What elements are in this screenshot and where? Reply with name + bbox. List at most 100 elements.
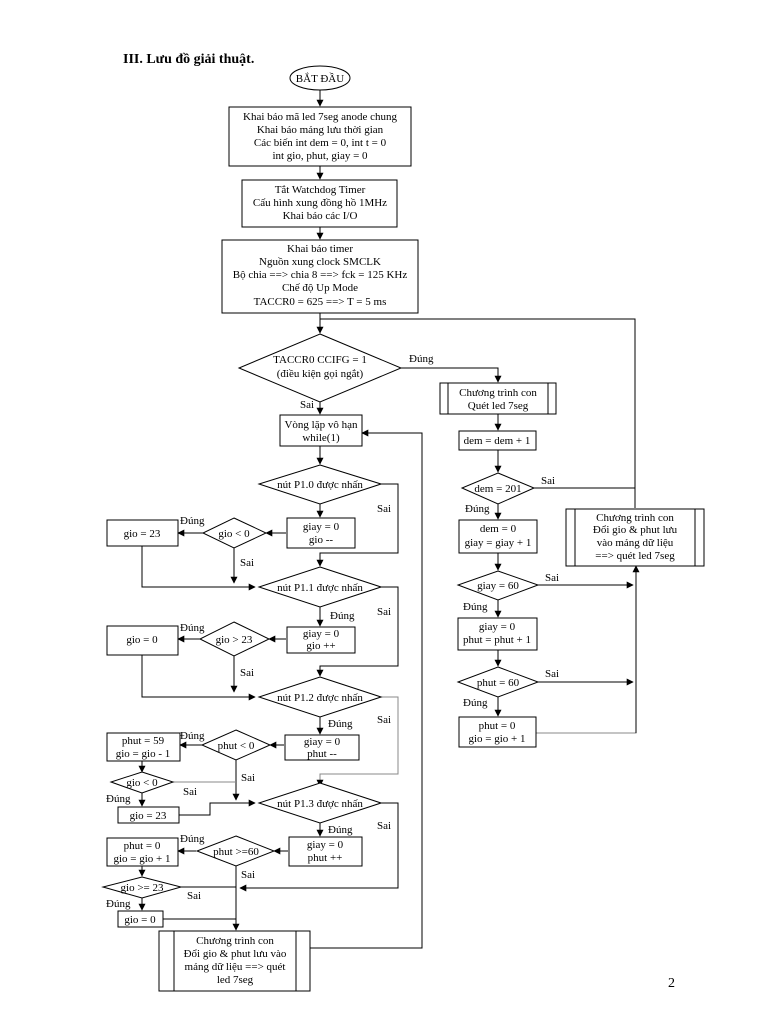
giay0-phut-dec-box: giay = 0 phut -- [284,734,360,761]
giay0d-line-1: giay = 0 [307,839,344,851]
timer-line-3: Bộ chia ==> chia 8 ==> fck = 125 KHz [233,269,408,281]
isr-line-1: TACCR0 CCIFG = 1 [273,354,367,366]
loop-box: Vòng lặp vô hạn while(1) [279,414,363,447]
label-no: Sai [240,667,254,679]
gio0-box: gio = 0 [106,625,179,656]
phut0b-line-2: gio = gio + 1 [468,733,525,745]
timer-line-5: TACCR0 = 625 ==> T = 5 ms [254,296,387,308]
dem0-box: dem = 0 giay = giay + 1 [458,519,538,554]
scan-line-2: Quét led 7seg [468,400,529,412]
giay0c-line-2: phut -- [307,748,337,760]
button-p11-diamond: nút P1.1 được nhấn [257,566,383,608]
dem201-diamond: dem = 201 [460,472,536,505]
timer-line-2: Nguồn xung clock SMCLK [259,256,381,268]
watchdog-box: Tắt Watchdog Timer Cấu hình xung đồng hồ… [241,179,398,228]
decl-line-1: Khai báo mã led 7seg anode chung [243,111,397,123]
isr-line-2: (điều kiện gọi ngắt) [277,368,364,380]
connectors [138,90,640,949]
wdt-line-2: Cấu hình xung đồng hồ 1MHz [253,197,387,209]
phut0a-line-2: gio = gio + 1 [113,853,170,865]
convert-subroutine-left: Chương trình con Đổi gio & phut lưu vào … [158,930,311,992]
label-no: Sai [377,714,391,726]
phut-lt0-diamond: phut < 0 [200,729,272,761]
label-yes: Đúng [106,793,131,805]
isr-condition-diamond: TACCR0 CCIFG = 1 (điều kiện gọi ngắt) [237,333,403,403]
start-terminal: BẮT ĐẦU [289,65,351,91]
dem201-label: dem = 201 [474,483,521,495]
btn12-label: nút P1.2 được nhấn [277,692,363,704]
gio0-b-box: gio = 0 [117,910,164,928]
label-yes: Đúng [463,697,488,709]
conv-right-line-4: ==> quét led 7seg [595,550,675,562]
scan-line-1: Chương trình con [459,387,537,399]
label-yes: Đúng [328,824,353,836]
giay0e-line-2: phut = phut + 1 [463,634,531,646]
phut0a-line-1: phut = 0 [124,840,161,852]
gio-gt23-diamond: gio > 23 [198,621,271,657]
btn10-label: nút P1.0 được nhấn [277,479,363,491]
gio23-b-box: gio = 23 [117,806,180,824]
giay0b-line-2: gio ++ [306,640,335,652]
giay0a-line-1: giay = 0 [303,521,340,533]
label-no: Sai [187,890,201,902]
button-p10-diamond: nút P1.0 được nhấn [257,464,383,505]
giay0-gio-dec-box: giay = 0 gio -- [286,517,356,549]
gio23a-label: gio = 23 [124,528,161,540]
label-no: Sai [545,572,559,584]
label-yes: Đúng [328,718,353,730]
gio-lt0-label: gio < 0 [218,528,250,540]
start-label: BẮT ĐẦU [296,72,344,85]
label-no: Sai [377,503,391,515]
dem0-line-1: dem = 0 [480,523,517,535]
convert-subroutine-right: Chương trình con Đổi gio & phut lưu vào … [565,508,705,567]
giay0a-line-2: gio -- [309,534,333,546]
timer-line-4: Chế độ Up Mode [282,282,358,294]
label-no: Sai [240,557,254,569]
btn11-label: nút P1.1 được nhấn [277,582,363,594]
phut60-diamond: phut = 60 [456,666,540,698]
wdt-line-3: Khai báo các I/O [283,210,358,222]
giay0e-line-1: giay = 0 [479,621,516,633]
label-yes: Đúng [180,730,205,742]
conv-left-line-1: Chương trình con [196,935,274,947]
gio-gt23-label: gio > 23 [216,634,253,646]
gio23-box: gio = 23 [106,519,179,547]
page-number: 2 [668,976,675,991]
timer-line-1: Khai báo timer [287,243,353,255]
conv-right-line-3: vào mảng dữ liệu [597,537,674,549]
decl-line-2: Khai báo mảng lưu thời gian [257,124,384,136]
label-no: Sai [541,475,555,487]
giay0-gio-inc-box: giay = 0 gio ++ [286,626,356,654]
label-no: Sai [377,606,391,618]
loop-line-2: while(1) [302,432,340,444]
phut59-line-2: gio = gio - 1 [116,748,170,760]
phut0-gio-box: phut = 0 gio = gio + 1 [458,716,537,748]
page-heading: III. Lưu đồ giải thuật. [123,52,255,67]
giay0-phut-inc-box: giay = 0 phut ++ [288,836,363,867]
phut-ge60-label: phut >=60 [213,846,259,858]
button-p12-diamond: nút P1.2 được nhấn [257,676,383,718]
label-yes: Đúng [180,622,205,634]
label-no: Sai [545,668,559,680]
phut-ge60-diamond: phut >=60 [195,835,276,867]
gio0b-label: gio = 0 [124,914,156,926]
phut60-label: phut = 60 [477,677,520,689]
button-p13-diamond: nút P1.3 được nhấn [257,782,383,824]
giay0b-line-1: giay = 0 [303,628,340,640]
phut0b-line-1: phut = 0 [479,720,516,732]
conv-left-line-4: led 7seg [217,974,254,986]
label-no: Sai [300,399,314,411]
dem-inc-label: dem = dem + 1 [464,435,531,447]
declaration-box: Khai báo mã led 7seg anode chung Khai bá… [228,106,412,167]
conv-left-line-3: mảng dữ liệu ==> quét [185,961,286,973]
label-no: Sai [241,772,255,784]
phut59-line-1: phut = 59 [122,735,165,747]
decl-line-3: Các biến int dem = 0, int t = 0 [254,137,387,149]
phut0-gio-inc-box: phut = 0 gio = gio + 1 [106,837,179,867]
label-yes: Đúng [180,833,205,845]
dem-increment-box: dem = dem + 1 [458,430,537,451]
label-yes: Đúng [180,515,205,527]
decl-line-4: int gio, phut, giay = 0 [272,150,368,162]
btn13-label: nút P1.3 được nhấn [277,798,363,810]
giay0d-line-2: phut ++ [308,852,343,864]
